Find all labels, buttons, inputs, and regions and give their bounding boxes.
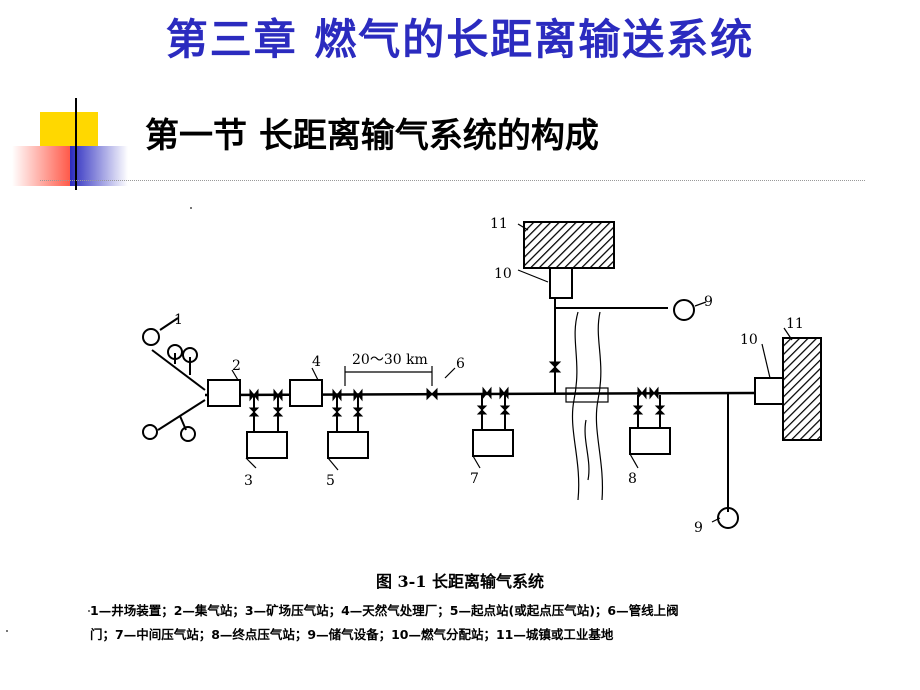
label-4: 4 bbox=[312, 354, 321, 370]
label-9-lower: 9 bbox=[694, 520, 703, 536]
label-10-upper: 10 bbox=[494, 266, 512, 282]
label-10-right: 10 bbox=[740, 332, 758, 348]
deco-blue-square bbox=[70, 146, 128, 186]
scan-dot bbox=[190, 207, 192, 209]
label-5: 5 bbox=[326, 473, 335, 489]
deco-vertical-line bbox=[75, 98, 77, 190]
label-11-right: 11 bbox=[786, 316, 804, 332]
scan-dot bbox=[88, 610, 90, 612]
section-title: 第一节 长距离输气系统的构成 bbox=[145, 116, 599, 156]
legend-line-2: 门；7—中间压气站；8—终点压气站；9—储气设备；10—燃气分配站；11—城镇或… bbox=[90, 627, 614, 642]
scan-dot bbox=[6, 630, 8, 632]
label-8: 8 bbox=[628, 471, 637, 487]
figure-caption: 图 3-1 长距离输气系统 bbox=[375, 572, 545, 591]
well-field bbox=[142, 317, 206, 442]
label-11-upper: 11 bbox=[490, 216, 508, 232]
legend-line-1: 1—井场装置；2—集气站；3—矿场压气站；4—天然气处理厂；5—起点站(或起点压… bbox=[90, 603, 679, 618]
gas-transmission-diagram: 1 2 3 4 5 6 7 8 9 9 10 10 11 11 20～30 km bbox=[142, 216, 822, 536]
label-6: 6 bbox=[456, 356, 465, 372]
deco-red-square bbox=[12, 146, 70, 186]
divider bbox=[40, 180, 865, 181]
page-title: 第三章 燃气的长距离输送系统 bbox=[165, 15, 755, 64]
label-7: 7 bbox=[470, 471, 479, 487]
distance-label: 20～30 km bbox=[352, 352, 428, 368]
label-3: 3 bbox=[244, 473, 253, 489]
label-9-upper: 9 bbox=[704, 294, 713, 310]
label-1: 1 bbox=[174, 312, 183, 328]
label-2: 2 bbox=[232, 358, 241, 374]
